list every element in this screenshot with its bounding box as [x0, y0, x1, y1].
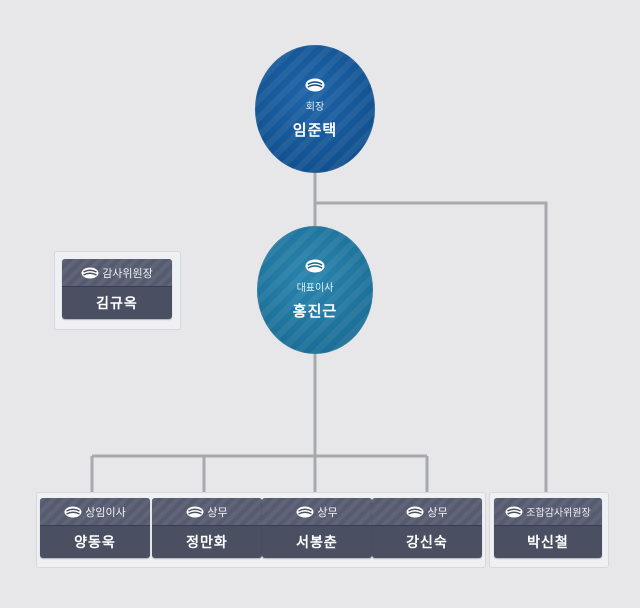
- ceo-name: 홍진근: [292, 302, 338, 320]
- executive-name: 양동욱: [74, 535, 116, 551]
- cooperative-logo-icon: [296, 506, 314, 517]
- executive-name: 서봉춘: [296, 535, 338, 551]
- union-auditor-card: 조합감사위원장 박신철: [494, 498, 602, 558]
- executive-role: 상무: [427, 505, 448, 519]
- ceo-role: 대표이사: [296, 283, 334, 294]
- executive-card-2: 상무 정만화: [152, 498, 262, 558]
- chairman-node: 회장 임준택: [255, 45, 375, 173]
- executive-card-header: 상무: [262, 498, 372, 526]
- auditor-role: 감사위원장: [102, 266, 153, 280]
- cooperative-logo-icon: [305, 78, 325, 92]
- cooperative-logo-icon: [81, 267, 99, 278]
- executive-card-1: 상임이사 양동욱: [40, 498, 150, 558]
- auditor-card: 감사위원장 김규옥: [62, 259, 172, 319]
- executive-card-3: 상무 서봉춘: [262, 498, 372, 558]
- executive-card-4: 상무 강신숙: [372, 498, 482, 558]
- executive-role: 상무: [207, 505, 228, 519]
- union-auditor-name: 박신철: [527, 535, 569, 551]
- executive-card-header: 상임이사: [40, 498, 150, 526]
- executive-role: 상무: [317, 505, 338, 519]
- cooperative-logo-icon: [406, 506, 424, 517]
- ceo-node: 대표이사 홍진근: [257, 226, 373, 354]
- executive-card-header: 상무: [152, 498, 262, 526]
- executive-card-header: 상무: [372, 498, 482, 526]
- executive-name: 강신숙: [406, 535, 448, 551]
- chairman-name: 임준택: [292, 121, 338, 139]
- auditor-card-header: 감사위원장: [62, 259, 172, 287]
- cooperative-logo-icon: [186, 506, 204, 517]
- cooperative-logo-icon: [505, 506, 523, 517]
- union-auditor-role: 조합감사위원장: [526, 508, 591, 519]
- executive-name: 정만화: [186, 535, 228, 551]
- executive-role: 상임이사: [85, 505, 126, 519]
- auditor-name: 김규옥: [96, 296, 138, 312]
- union-auditor-card-header: 조합감사위원장: [494, 498, 602, 526]
- cooperative-logo-icon: [305, 259, 325, 273]
- cooperative-logo-icon: [64, 506, 82, 517]
- chairman-role: 회장: [305, 102, 325, 113]
- connector-chair-to-union-auditor: [315, 201, 548, 503]
